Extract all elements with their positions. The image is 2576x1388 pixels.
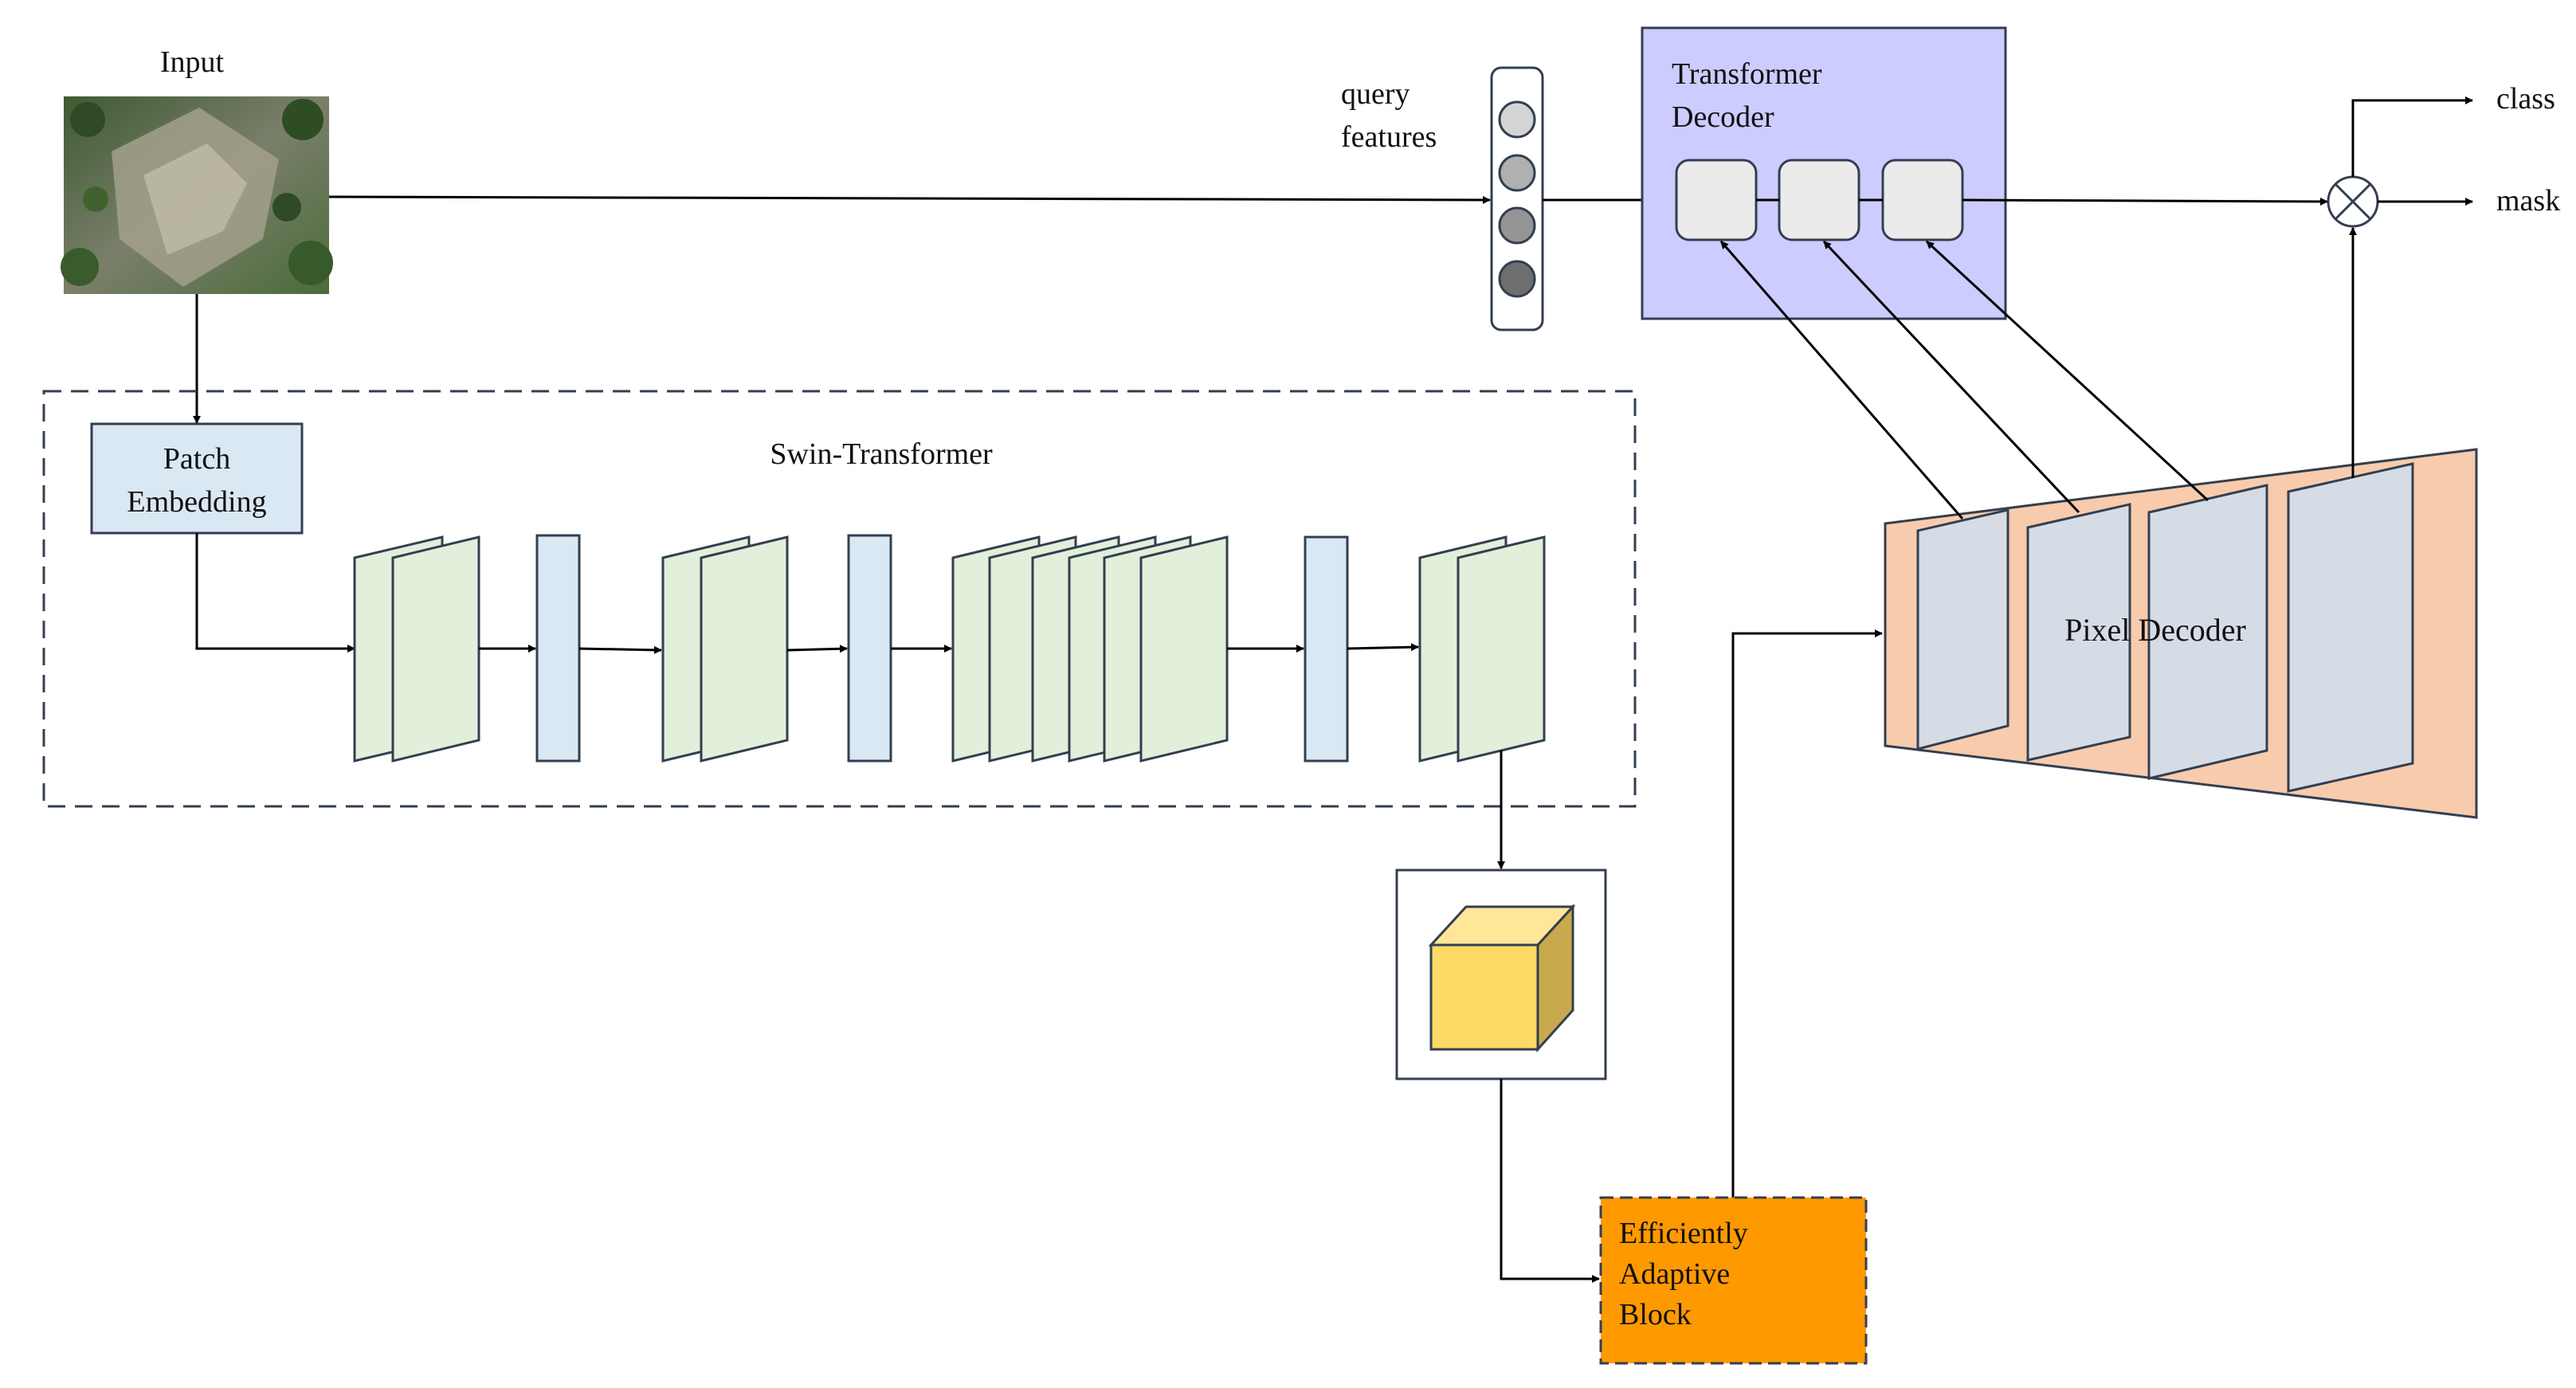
query-features-label-line1: query [1341,77,1410,111]
pixel-decoder-label: Pixel Decoder [2064,612,2246,648]
mask-label: mask [2496,184,2560,218]
patch-merging-2 [847,534,892,763]
patch-to-stage1-arrow [195,533,355,653]
swin-stage-3 [951,535,1229,763]
decoder-layer-3 [1881,159,1964,241]
pixel-plane-2 [2026,503,2131,762]
cube-icon [1428,904,1576,1053]
transformer-decoder-title-line2: Decoder [1672,100,1774,134]
pixel-to-decoder-arrow-3 [1925,240,2209,502]
pixel-plane-1 [1916,508,2009,751]
eab-label-line2: Adaptive [1619,1257,1730,1291]
pixel-to-decoder-arrow-2 [1822,240,2080,514]
query-features-stack [1490,66,1544,331]
pixel-plane-4 [2287,462,2414,793]
swin-stage-1 [353,535,480,763]
transformer-decoder: Transformer Decoder [1641,26,2007,320]
swin-transformer-label: Swin-Transformer [770,437,993,471]
efficiently-adaptive-block: Efficiently Adaptive Block [1599,1196,1868,1365]
query-token-3 [1498,206,1536,245]
decoder-layer-2 [1778,159,1860,241]
eab-to-pixel-decoder-arrow [1731,629,1883,1198]
patch-embedding-block: Patch Embedding [90,422,304,535]
patch-embedding-line1: Patch [163,442,230,476]
feature-box-to-eab-arrow [1500,1079,1600,1283]
swin-stage-4 [1418,535,1546,763]
patch-merging-1 [535,534,581,763]
input-to-query-arrow [328,195,1491,204]
query-features-label-line2: features [1341,120,1437,154]
input-image [61,96,333,294]
pixel-decoder: Pixel Decoder [1884,448,2478,819]
swin-stage-2 [661,535,789,763]
feature-cube-box [1395,868,1607,1080]
swin-transformer-container [42,390,1637,808]
multiply-operator-icon [2327,175,2379,228]
class-label: class [2496,82,2555,116]
query-token-1 [1498,100,1536,139]
pixel-plane-3 [2147,484,2268,780]
eab-label-line1: Efficiently [1619,1217,1748,1250]
decoder-to-multiply-arrow [1962,197,2328,206]
input-label: Input [160,45,225,79]
patch-embedding-line2: Embedding [127,485,266,519]
transformer-decoder-title-line1: Transformer [1672,57,1822,91]
eab-label-line3: Block [1619,1298,1692,1331]
query-token-2 [1498,154,1536,192]
class-output-arrow [2351,96,2473,177]
patch-merging-3 [1304,535,1349,763]
query-token-4 [1498,260,1536,298]
decoder-layer-1 [1675,159,1758,241]
pixel-to-decoder-arrow-1 [1719,241,1964,520]
